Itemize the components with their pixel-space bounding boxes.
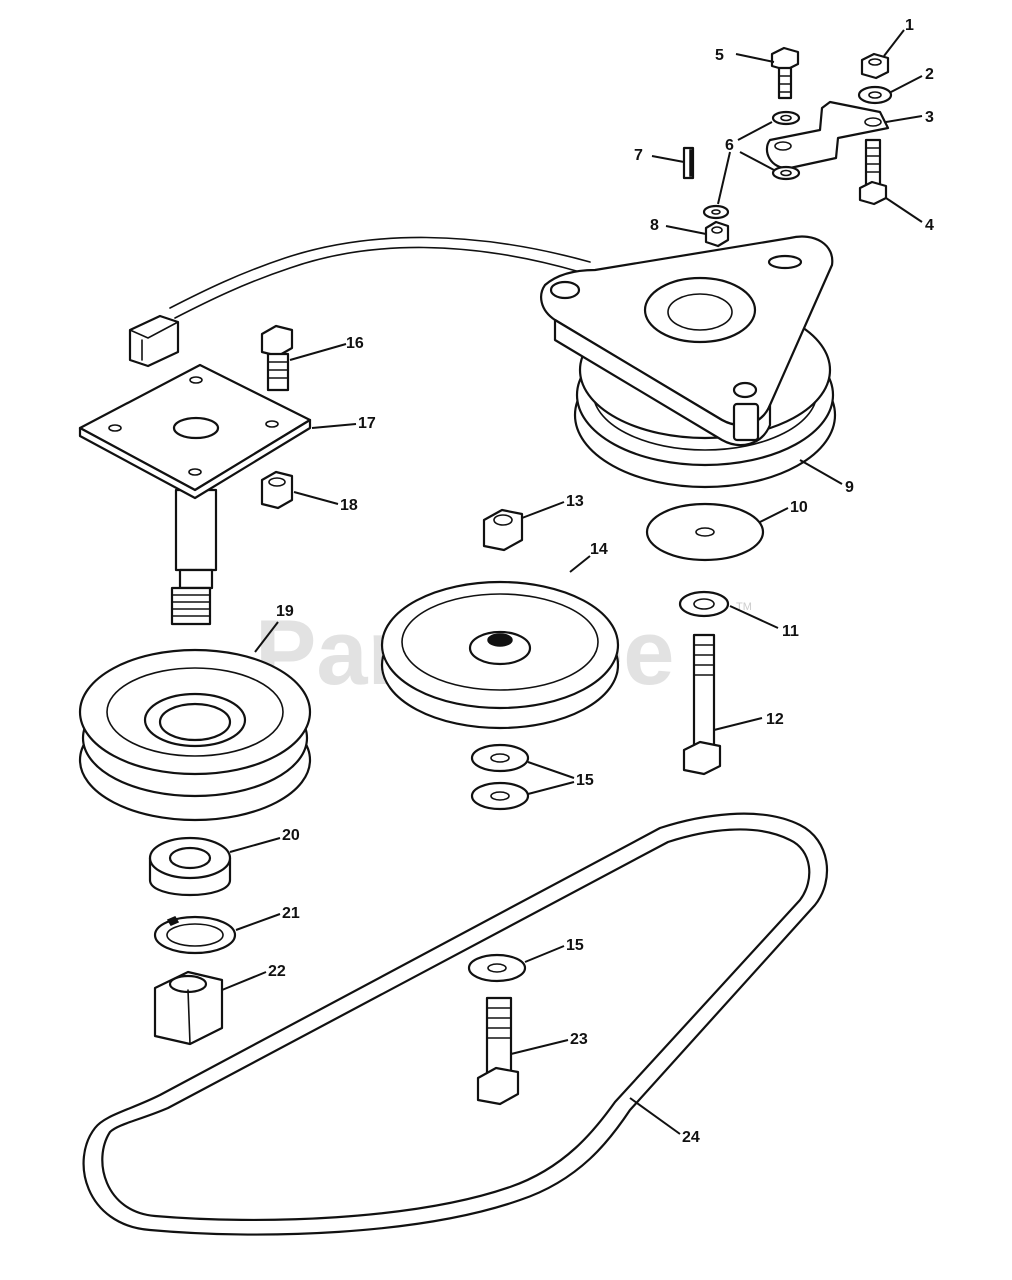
callout-2: 2 [925, 66, 934, 83]
part-12-bolt [682, 633, 722, 776]
callout-5: 5 [715, 47, 724, 64]
leader-16 [289, 343, 347, 361]
leader-11 [729, 605, 779, 629]
leader-7 [651, 155, 685, 163]
callout-9: 9 [845, 479, 854, 496]
callout-14: 14 [590, 541, 608, 558]
callout-7: 7 [634, 147, 643, 164]
callout-20: 20 [282, 827, 300, 844]
part-10-washer [645, 502, 765, 562]
callout-13: 13 [566, 493, 584, 510]
part-24-belt [82, 812, 829, 1236]
part-13-nut [482, 508, 524, 552]
leader-6b [739, 151, 775, 171]
callout-12: 12 [766, 711, 784, 728]
leader-15c [524, 945, 565, 963]
leader-13 [521, 501, 565, 519]
part-9-clutch [540, 235, 837, 489]
leader-20 [229, 837, 281, 853]
leader-15a [527, 761, 575, 779]
part-23-bolt [476, 996, 520, 1106]
leader-23 [510, 1039, 569, 1055]
callout-19: 19 [276, 603, 294, 620]
callout-11: 11 [782, 623, 799, 640]
callout-18: 18 [340, 497, 358, 514]
leader-9 [799, 459, 843, 485]
callout-4: 4 [925, 217, 934, 234]
callout-8: 8 [650, 217, 659, 234]
leader-2 [890, 75, 923, 93]
part-17-spindle-plate [78, 363, 312, 626]
part-4-bolt [858, 138, 888, 206]
part-16-bolt [260, 324, 294, 392]
part-1-nut [860, 52, 890, 80]
leader-12 [713, 717, 763, 731]
callout-6: 6 [725, 137, 734, 154]
callout-16: 16 [346, 335, 364, 352]
part-14-idler-pulley [380, 580, 620, 730]
callout-21: 21 [282, 905, 300, 922]
leader-8 [665, 225, 707, 235]
part-21-snap-ring [153, 915, 237, 955]
leader-6a [737, 121, 773, 141]
callout-23: 23 [570, 1031, 588, 1048]
part-8-nut [704, 220, 730, 248]
part-6-washers [702, 110, 801, 220]
leader-5 [735, 53, 775, 63]
leader-1 [883, 29, 905, 57]
callout-17: 17 [358, 415, 376, 432]
watermark-trademark: TM [736, 601, 752, 613]
leader-19 [254, 621, 279, 653]
part-15-washers [467, 743, 530, 983]
callout-15-lower: 15 [566, 937, 584, 954]
part-5-bolt [770, 46, 800, 100]
leader-4 [885, 197, 923, 223]
leader-6c [717, 151, 731, 205]
part-20-bearing [148, 836, 232, 896]
leader-17 [311, 423, 357, 429]
leader-lines [221, 29, 923, 1135]
callout-15: 15 [576, 772, 594, 789]
leader-22 [221, 971, 267, 991]
callout-22: 22 [268, 963, 286, 980]
part-22-nut [153, 970, 224, 1046]
callout-3: 3 [925, 109, 934, 126]
callout-1: 1 [905, 17, 914, 34]
part-11-lock-washer [678, 590, 730, 618]
part-7-key [682, 146, 695, 180]
leader-18 [293, 491, 339, 505]
leader-21 [235, 913, 281, 931]
callout-10: 10 [790, 499, 808, 516]
leader-15b [527, 781, 575, 795]
callouts: 1 2 3 4 5 6 7 8 9 10 11 12 13 14 15 15 1… [268, 17, 934, 1146]
part-2-washer [857, 85, 893, 105]
leader-3 [885, 115, 923, 123]
leader-10 [759, 507, 789, 523]
part-18-nut [260, 470, 294, 510]
callout-24: 24 [682, 1129, 700, 1146]
leader-14 [569, 555, 591, 573]
part-19-double-pulley [78, 648, 312, 822]
leader-24 [629, 1097, 681, 1135]
part-9-wire-harness [128, 236, 591, 368]
